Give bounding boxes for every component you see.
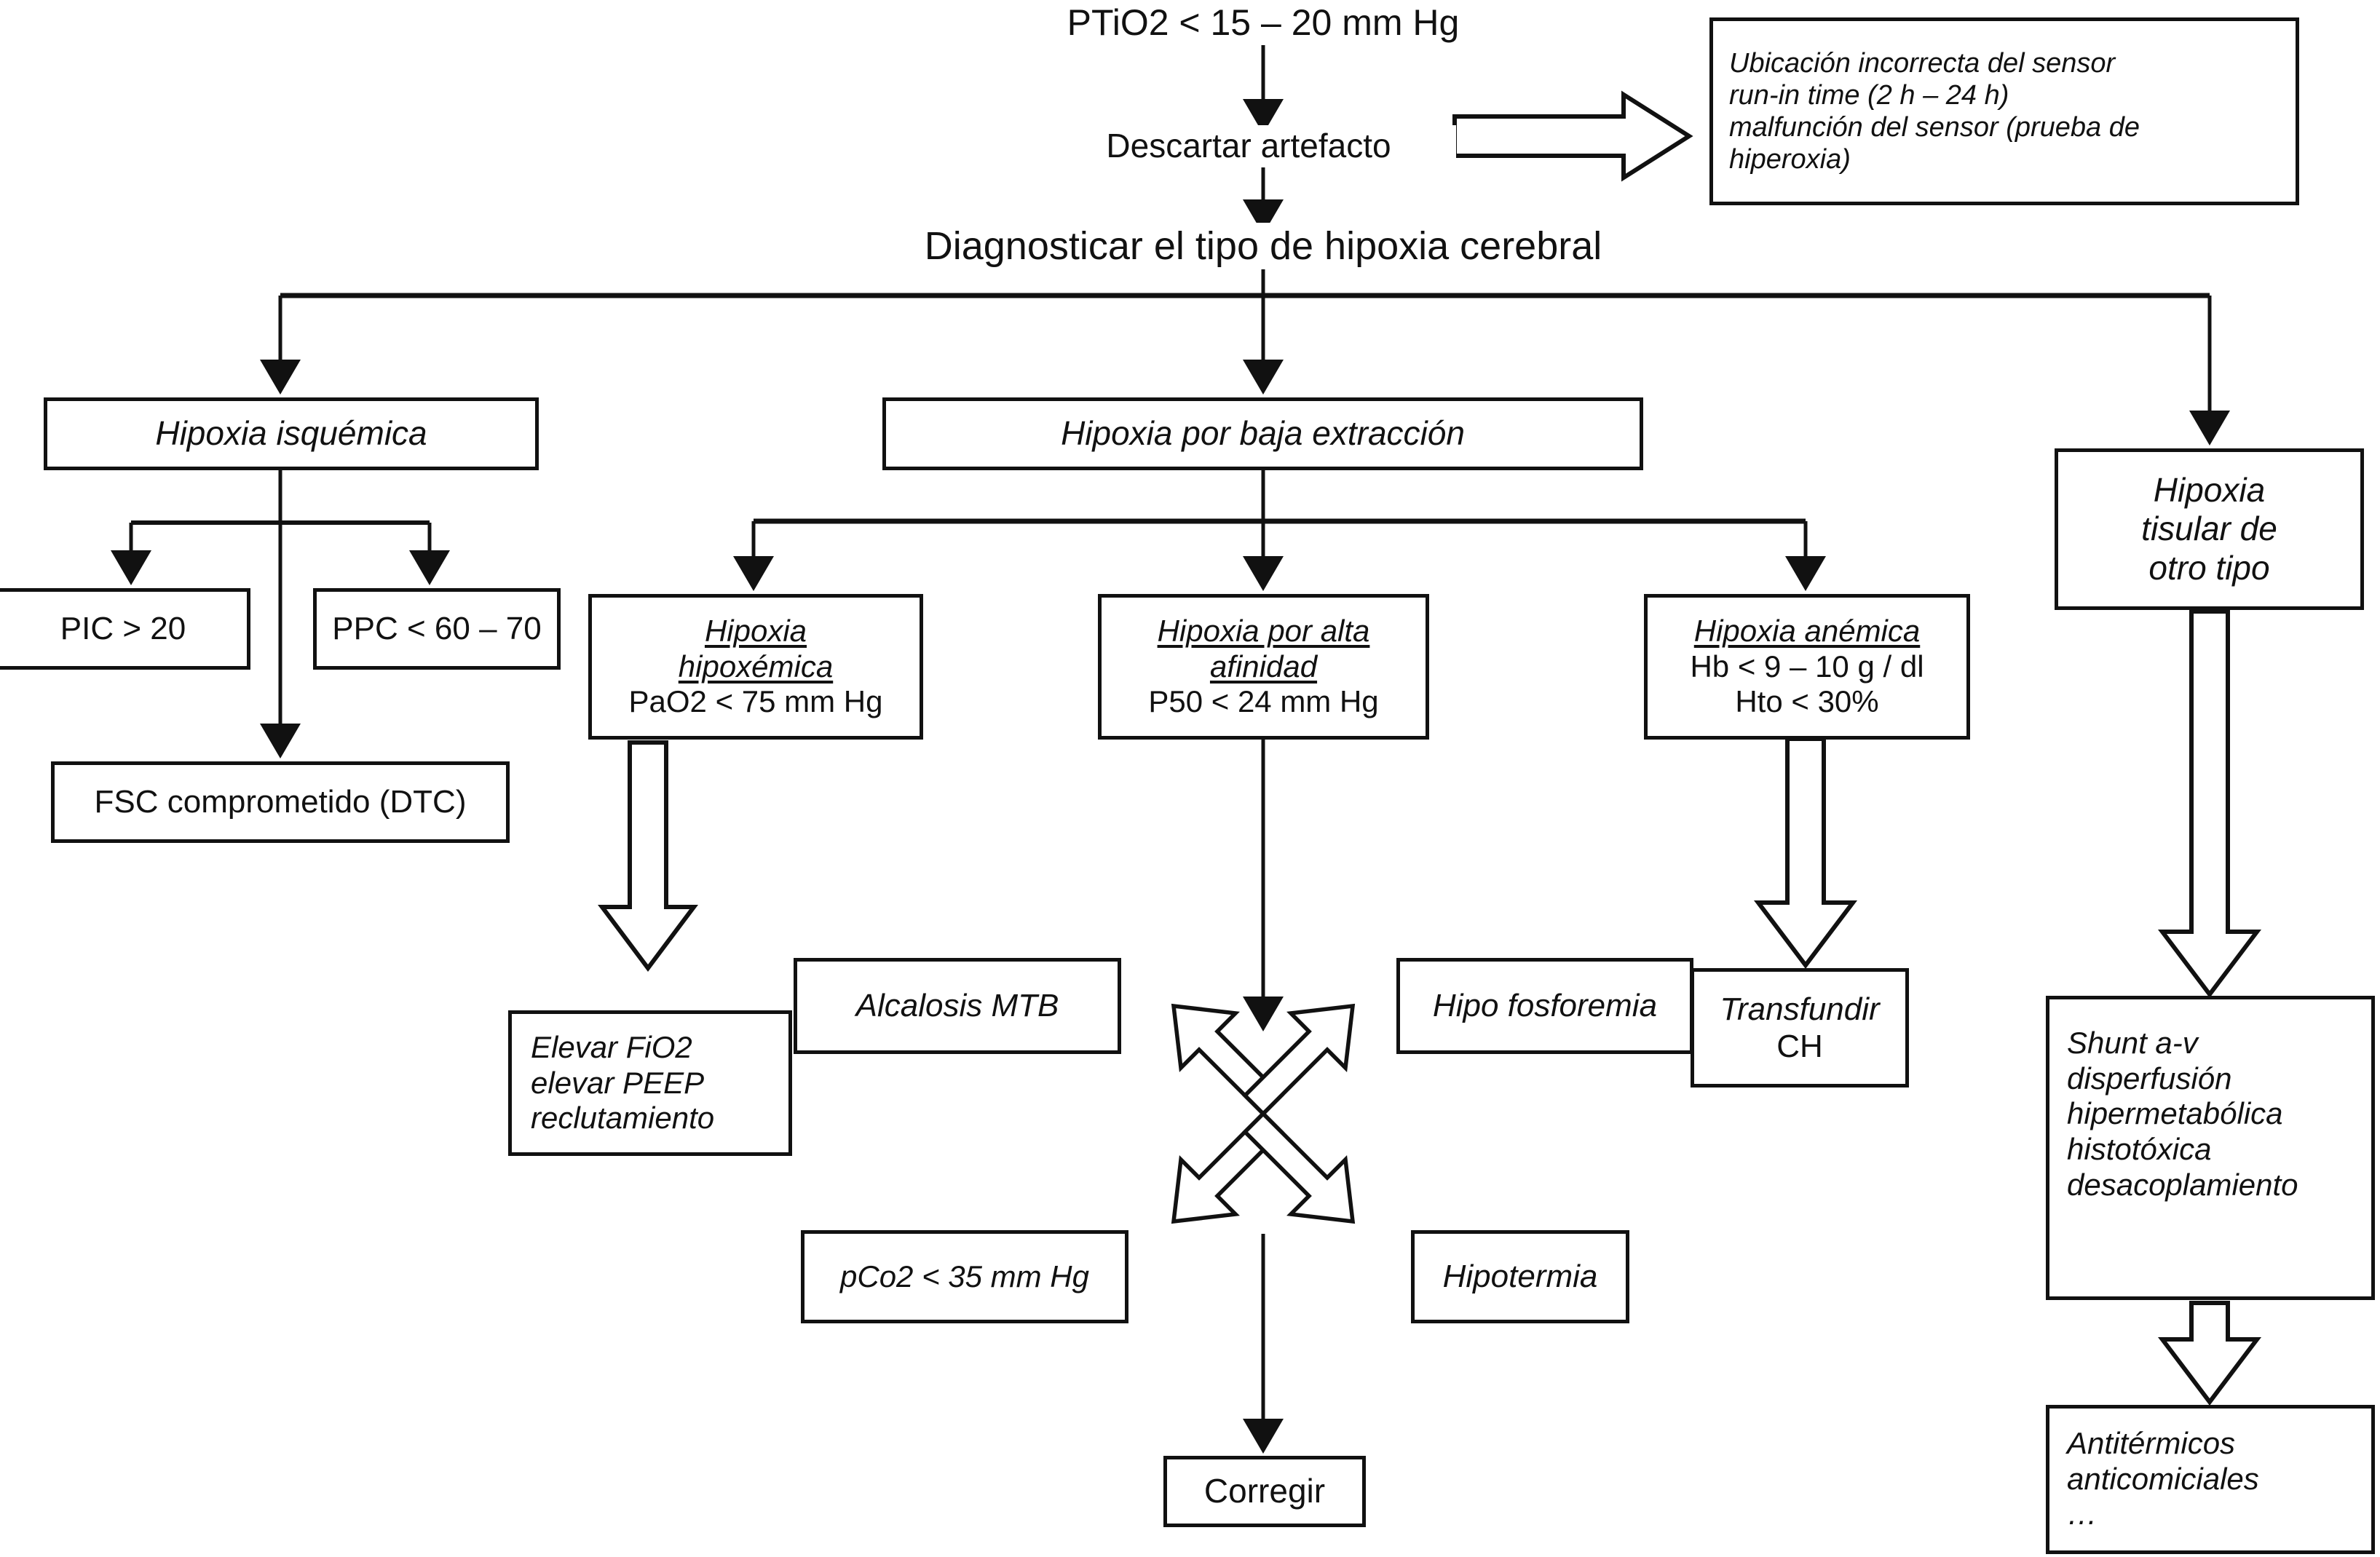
pic-label: PIC > 20: [60, 611, 186, 647]
corregir-label: Corregir: [1203, 1472, 1326, 1510]
alta-afinidad-heading-1: Hipoxia por alta: [1157, 613, 1370, 648]
node-hipoxia-alta-afinidad: Hipoxia por alta afinidad P50 < 24 mm Hg: [1098, 594, 1429, 740]
elevar-fio2-line-3: reclutamiento: [531, 1101, 715, 1136]
node-ptio2: PTiO2 < 15 – 20 mm Hg: [1016, 0, 1511, 45]
node-artefacto-causes: Ubicación incorrecta del sensor run-in t…: [1709, 17, 2299, 205]
arrowhead-pic: [111, 550, 151, 585]
anemica-detail-1: Hb < 9 – 10 g / dl: [1690, 649, 1924, 684]
shunt-line-1: Shunt a-v: [2067, 1026, 2198, 1060]
node-elevar-fio2: Elevar FiO2 elevar PEEP reclutamiento: [508, 1010, 792, 1156]
arrowhead-ppc: [409, 550, 450, 585]
artefacto-line-1: Ubicación incorrecta del sensor: [1729, 47, 2116, 79]
ptio2-label: PTiO2 < 15 – 20 mm Hg: [1067, 2, 1460, 43]
x-arrow-cluster-group: [1171, 1003, 1356, 1224]
node-hipoxia-anemica: Hipoxia anémica Hb < 9 – 10 g / dl Hto <…: [1644, 594, 1970, 740]
arrowhead-baja-extraccion: [1243, 360, 1284, 395]
descartar-label: Descartar artefacto: [1106, 127, 1391, 165]
pco2-label: pCo2 < 35 mm Hg: [840, 1259, 1089, 1293]
block-arrow-anemica-to-transfundir: [1753, 737, 1858, 969]
fsc-label: FSC comprometido (DTC): [94, 784, 467, 820]
arrowhead-diagnosticar: [1243, 199, 1284, 234]
arrowhead-corregir: [1243, 1419, 1284, 1454]
hipotermia-label: Hipotermia: [1442, 1259, 1598, 1295]
node-shunt-causes: Shunt a-v disperfusión hipermetabólica h…: [2046, 996, 2375, 1300]
transfundir-heading: Transfundir: [1720, 991, 1880, 1027]
antitermicos-line-1: Antitérmicos: [2067, 1426, 2236, 1460]
node-hipotermia: Hipotermia: [1411, 1230, 1629, 1323]
hipofosforemia-label: Hipo fosforemia: [1432, 988, 1658, 1024]
arrowhead-isquemica: [260, 360, 301, 395]
elevar-fio2-line-1: Elevar FiO2: [531, 1029, 692, 1064]
alta-afinidad-detail-1: P50 < 24 mm Hg: [1148, 684, 1379, 719]
ppc-label: PPC < 60 – 70: [332, 611, 542, 647]
block-arrow-descartar-to-artefacto: [1452, 90, 1693, 182]
shunt-line-3: hipermetabólica: [2067, 1096, 2283, 1131]
block-arrow-to-hipotermia: [1242, 1111, 1356, 1224]
node-descartar-artefacto: Descartar artefacto: [1041, 125, 1456, 167]
artefacto-line-4: hiperoxia): [1729, 144, 1851, 175]
anemica-detail-2: Hto < 30%: [1735, 684, 1879, 719]
block-arrow-to-hipofosforemia: [1242, 1003, 1356, 1117]
node-pic: PIC > 20: [0, 588, 250, 670]
artefacto-line-2: run-in time (2 h – 24 h): [1729, 79, 2009, 111]
node-ppc: PPC < 60 – 70: [313, 588, 561, 670]
node-hipoxia-baja-extraccion: Hipoxia por baja extracción: [882, 397, 1643, 470]
node-hipoxia-tisular: Hipoxia tisular de otro tipo: [2055, 448, 2364, 610]
shunt-line-5: desacoplamiento: [2067, 1167, 2298, 1202]
arrowhead-tisular: [2189, 411, 2230, 445]
diagnosticar-label: Diagnosticar el tipo de hipoxia cerebral: [924, 223, 1602, 268]
shunt-line-4: histotóxica: [2067, 1132, 2212, 1167]
shunt-line-2: disperfusión: [2067, 1061, 2232, 1096]
anemica-heading-1: Hipoxia anémica: [1693, 613, 1921, 648]
block-arrow-shunt-to-antitermicos: [2157, 1301, 2262, 1406]
alcalosis-label: Alcalosis MTB: [855, 988, 1059, 1024]
elevar-fio2-line-2: elevar PEEP: [531, 1065, 705, 1100]
block-arrow-hipoxemica-to-fio2: [598, 740, 698, 972]
node-hipoxia-hipoxemica: Hipoxia hipoxémica PaO2 < 75 mm Hg: [588, 594, 923, 740]
hipoxia-tisular-line-2: tisular de: [2141, 510, 2277, 548]
block-arrow-tisular-to-shunt: [2157, 609, 2262, 998]
arrowhead-x-cluster-in: [1243, 997, 1284, 1031]
node-pco2: pCo2 < 35 mm Hg: [801, 1230, 1128, 1323]
node-antitermicos: Antitérmicos anticomiciales …: [2046, 1405, 2375, 1554]
hipoxia-tisular-line-3: otro tipo: [2148, 548, 2270, 587]
node-fsc: FSC comprometido (DTC): [51, 761, 510, 843]
arrowhead-fsc: [260, 724, 301, 758]
hipoxia-isquemica-label: Hipoxia isquémica: [155, 414, 427, 453]
hipoxia-baja-extraccion-label: Hipoxia por baja extracción: [1061, 414, 1465, 453]
node-transfundir-ch: Transfundir CH: [1691, 968, 1909, 1087]
antitermicos-line-3: …: [2067, 1497, 2098, 1532]
alta-afinidad-heading-2: afinidad: [1209, 649, 1318, 684]
node-alcalosis-mtb: Alcalosis MTB: [794, 958, 1121, 1054]
arrowhead-alta-afinidad: [1243, 556, 1284, 591]
artefacto-line-3: malfunción del sensor (prueba de: [1729, 112, 2140, 143]
arrowhead-hipoxemica: [733, 556, 774, 591]
transfundir-detail: CH: [1776, 1029, 1823, 1064]
hipoxemica-heading-2: hipoxémica: [678, 649, 834, 684]
hipoxemica-heading-1: Hipoxia: [704, 613, 807, 648]
node-diagnosticar: Diagnosticar el tipo de hipoxia cerebral: [837, 223, 1689, 269]
antitermicos-line-2: anticomiciales: [2067, 1461, 2259, 1496]
node-hipoxia-isquemica: Hipoxia isquémica: [44, 397, 539, 470]
node-corregir: Corregir: [1163, 1456, 1366, 1527]
arrowhead-anemica: [1785, 556, 1826, 591]
hipoxemica-detail-1: PaO2 < 75 mm Hg: [628, 684, 883, 719]
arrowhead-descartar: [1243, 99, 1284, 134]
node-hipo-fosforemia: Hipo fosforemia: [1396, 958, 1693, 1054]
hipoxia-tisular-line-1: Hipoxia: [2153, 470, 2266, 509]
